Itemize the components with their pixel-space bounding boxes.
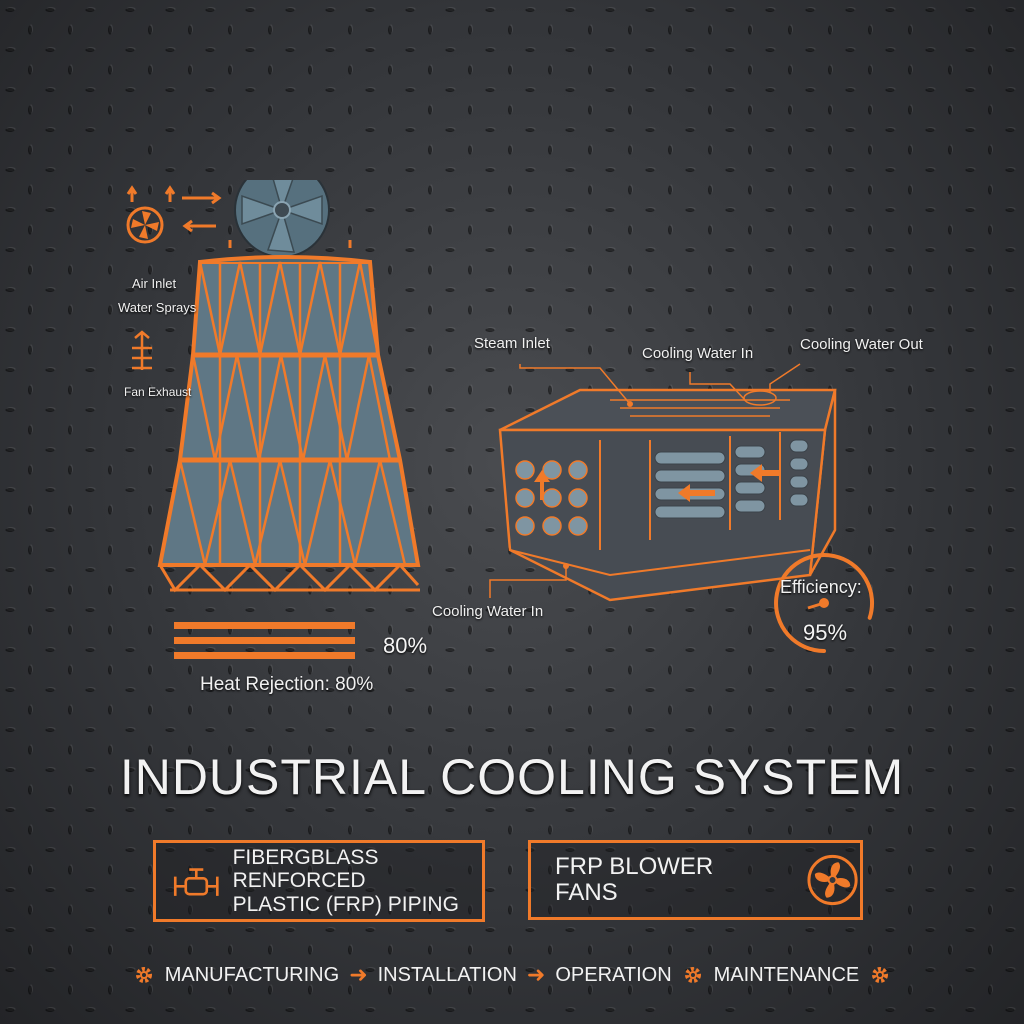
- tower-fan-icon: [234, 180, 330, 258]
- gear-icon: [872, 967, 889, 983]
- efficiency-arc: [774, 553, 874, 653]
- fan-exhaust-label: Fan Exhaust: [124, 385, 192, 399]
- valve-icon: [173, 868, 219, 896]
- piping-line-2: PLASTIC (FRP) PIPING: [232, 892, 459, 916]
- step-maintenance: MAINTENANCE: [713, 963, 860, 986]
- fan-icon: [807, 854, 858, 906]
- water-sprays-label: Water Sprays: [118, 300, 197, 315]
- frp-piping-box[interactable]: FIBERGBLASS RENFORCED PLASTIC (FRP) PIPI…: [153, 840, 485, 922]
- step-operation: OPERATION: [555, 963, 672, 986]
- page-title: INDUSTRIAL COOLING SYSTEM: [119, 749, 905, 805]
- step-manufacturing: MANUFACTURING: [164, 963, 340, 986]
- blower-fans-label: FRP BLOWER FANS: [555, 852, 714, 906]
- heat-rejection-value: 80%: [383, 633, 428, 658]
- steam-inlet-label: Steam Inlet: [474, 335, 550, 352]
- gear-icon: [684, 967, 701, 983]
- heat-rejection-caption: Heat Rejection: 80%: [200, 674, 374, 695]
- efficiency-label: Efficiency:: [780, 577, 862, 597]
- condenser-callout-lines: [489, 363, 801, 598]
- cooling-water-in-top-label: Cooling Water In: [642, 345, 754, 362]
- heat-rejection-bars: [174, 622, 355, 659]
- arrow-right-icon: ➜: [526, 962, 546, 987]
- step-installation: INSTALLATION: [377, 963, 517, 986]
- cooling-tower-illustration: [126, 180, 421, 593]
- cooling-water-in-bottom-label: Cooling Water In: [432, 603, 544, 620]
- heat-rejection-bar: [174, 652, 355, 659]
- efficiency-gauge: [774, 553, 874, 653]
- air-inlet-label: Air Inlet: [132, 276, 177, 291]
- small-fan-icon: [126, 206, 164, 244]
- efficiency-value: 95%: [803, 620, 848, 645]
- water-spray-icon: [132, 330, 152, 370]
- cooling-water-out-label: Cooling Water Out: [800, 336, 923, 353]
- heat-rejection-bar: [174, 622, 355, 629]
- arrow-right-icon: ➜: [349, 962, 368, 987]
- frp-blower-fans-box[interactable]: FRP BLOWER FANS: [528, 840, 863, 920]
- condenser-illustration: [498, 388, 837, 602]
- process-flow: MANUFACTURING ➜ INSTALLATION ➜ OPERATION…: [0, 958, 1024, 992]
- heat-rejection-bar: [174, 637, 355, 644]
- gear-icon: [135, 967, 152, 983]
- piping-line-1: FIBERGBLASS RENFORCED: [232, 846, 379, 893]
